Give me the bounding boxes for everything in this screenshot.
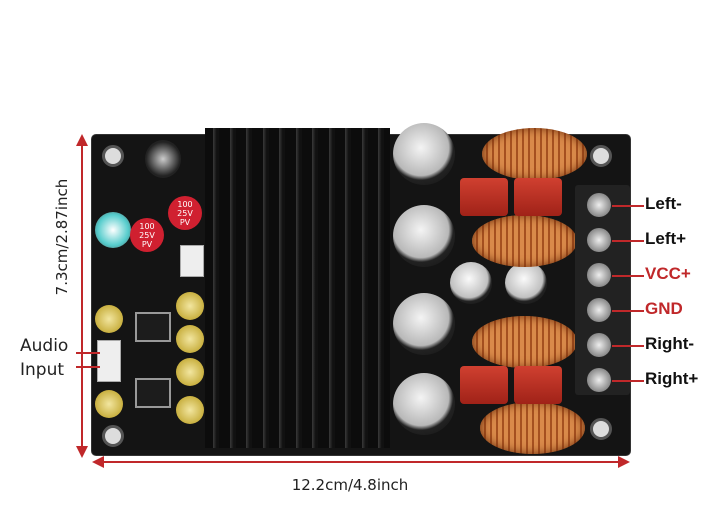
heatsink-fin: [262, 128, 269, 448]
terminal-block: [575, 185, 630, 395]
terminal-screw[interactable]: [587, 228, 611, 252]
terminal-screw[interactable]: [587, 298, 611, 322]
film-capacitor: [460, 178, 508, 216]
audio-input-leader-line: [76, 366, 100, 368]
capacitor-black: [145, 140, 181, 178]
capacitor-yellow: [176, 396, 204, 424]
terminal-label-right-plus: Right+: [645, 369, 699, 388]
audio-input-label-line2: Input: [20, 360, 65, 380]
capacitor-yellow: [176, 292, 204, 320]
toroid-inductor: [472, 215, 577, 267]
small-capacitor: [505, 262, 547, 304]
heatsink-fin: [229, 128, 236, 448]
arrow-right-icon: [618, 456, 630, 468]
filter-capacitor: [393, 205, 455, 267]
filter-capacitor: [393, 123, 455, 185]
terminal-label-vcc-plus: VCC+: [645, 264, 691, 283]
arrow-left-icon: [92, 456, 104, 468]
label-leader-line: [612, 240, 644, 242]
mount-hole: [102, 425, 124, 447]
terminal-label-right-minus: Right-: [645, 334, 695, 353]
op-amp-chip: [135, 378, 171, 408]
capacitor-yellow: [95, 390, 123, 418]
label-leader-line: [612, 310, 644, 312]
height-label: 7.3cm/2.87inch: [53, 178, 71, 296]
terminal-screw[interactable]: [587, 333, 611, 357]
toroid-inductor: [472, 316, 577, 368]
terminal-label-left-minus: Left-: [645, 194, 682, 213]
filter-capacitor: [393, 293, 455, 355]
heatsink-fin: [213, 128, 219, 448]
capacitor-yellow: [176, 325, 204, 353]
mount-hole: [590, 418, 612, 440]
heatsink-fin: [361, 128, 368, 448]
film-capacitor: [514, 178, 562, 216]
arrow-down-icon: [76, 446, 88, 458]
audio-input-leader-line: [76, 352, 100, 354]
cap-marking: 100: [139, 222, 155, 231]
terminal-label-left-plus: Left+: [645, 229, 687, 248]
heatsink-fin: [345, 128, 351, 448]
small-capacitor: [450, 262, 492, 304]
op-amp-chip: [135, 312, 171, 342]
label-leader-line: [612, 345, 644, 347]
width-dimension-line: [100, 461, 622, 463]
cap-marking: 25V: [177, 209, 193, 218]
heatsink-fin: [279, 128, 285, 448]
capacitor-blue: [95, 212, 131, 248]
cap-marking: 25V: [139, 231, 155, 240]
label-leader-line: [612, 275, 644, 277]
mount-hole: [590, 145, 612, 167]
cap-marking: PV: [141, 240, 153, 249]
toroid-inductor: [482, 128, 587, 180]
capacitor-yellow: [176, 358, 204, 386]
audio-input-connector[interactable]: [97, 340, 121, 382]
heatsink-fin: [295, 128, 302, 448]
mount-hole: [102, 145, 124, 167]
film-capacitor: [514, 366, 562, 404]
capacitor-yellow: [95, 305, 123, 333]
terminal-screw[interactable]: [587, 193, 611, 217]
height-dimension-line: [81, 140, 83, 450]
heatsink-fin: [246, 128, 252, 448]
film-capacitor: [460, 366, 508, 404]
label-leader-line: [612, 380, 644, 382]
filter-capacitor: [393, 373, 455, 435]
heatsink-fin: [378, 128, 384, 448]
terminal-label-gnd: GND: [645, 299, 683, 318]
heatsink-fin: [328, 128, 335, 448]
cap-marking: PV: [179, 218, 191, 227]
audio-input-label-line1: Audio: [20, 336, 69, 356]
width-label: 12.2cm/4.8inch: [291, 476, 409, 494]
heatsink-fin: [312, 128, 318, 448]
arrow-up-icon: [76, 134, 88, 146]
terminal-screw[interactable]: [587, 368, 611, 392]
terminal-screw[interactable]: [587, 263, 611, 287]
power-connector: [180, 245, 204, 277]
heatsink: [205, 128, 390, 448]
label-leader-line: [612, 205, 644, 207]
cap-marking: 100: [177, 200, 193, 209]
toroid-inductor: [480, 402, 585, 454]
